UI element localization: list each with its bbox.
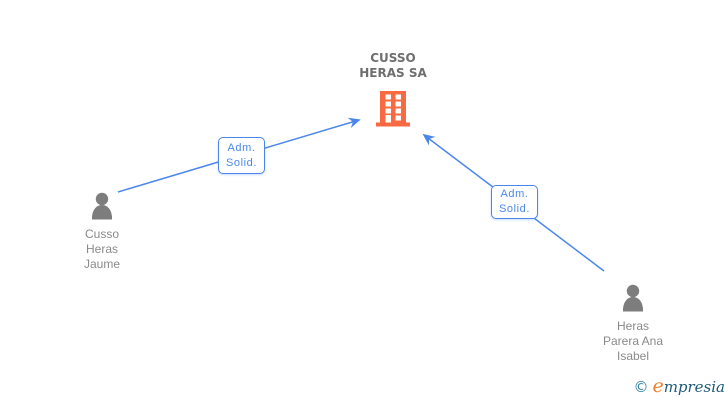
- company-name-line1: CUSSO: [370, 51, 416, 65]
- person-name-line: Parera Ana: [602, 334, 664, 348]
- person-name-line: Heras: [85, 242, 118, 256]
- company-name-line2: HERAS SA: [359, 66, 427, 80]
- person-name-line: Cusso: [84, 227, 119, 241]
- company-node-cusso-heras-sa[interactable]: CUSSO HERAS SA: [331, 51, 455, 132]
- person-icon: [92, 192, 112, 220]
- person-node-cusso-heras-jaume[interactable]: Cusso Heras Jaume: [57, 192, 147, 272]
- person-name-line: Jaume: [83, 257, 121, 271]
- edge-label-adm-solid-2: Adm. Solid.: [491, 185, 538, 219]
- copyright-icon: ©: [633, 378, 649, 396]
- empresia-watermark: © e mpresia: [633, 375, 725, 397]
- person-name-line: Isabel: [616, 349, 650, 363]
- edge-label-line: Solid.: [225, 156, 258, 169]
- edge-label-line: Solid.: [498, 203, 531, 215]
- person-node-heras-parera-ana-isabel[interactable]: Heras Parera Ana Isabel: [588, 284, 678, 364]
- brand-rest: mpresia: [663, 378, 725, 396]
- building-icon: [331, 91, 455, 132]
- person-name-line: Heras: [616, 319, 649, 333]
- edge-label-line: Adm.: [227, 141, 256, 154]
- edge-label-adm-solid-1: Adm. Solid.: [218, 137, 265, 174]
- edge-label-line: Adm.: [500, 188, 529, 200]
- company-name: CUSSO HERAS SA: [331, 51, 455, 81]
- person-icon: [623, 284, 643, 312]
- person-name: Cusso Heras Jaume: [57, 227, 147, 272]
- brand-first-letter: e: [652, 375, 664, 397]
- person-name: Heras Parera Ana Isabel: [588, 319, 678, 364]
